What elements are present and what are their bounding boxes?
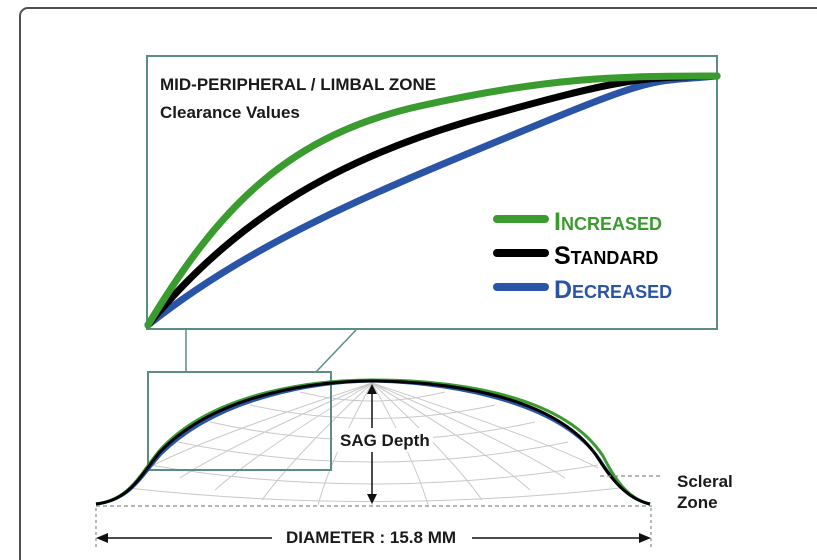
legend-label-increased: Increased: [554, 208, 662, 236]
diameter-arrow-right: [639, 533, 651, 543]
legend: Increased Standard Decreased: [493, 208, 672, 304]
dome-curve-standard: [95, 379, 651, 506]
sag-arrow-down: [367, 494, 377, 504]
legend-label-decreased: Decreased: [554, 276, 672, 304]
inset-subtitle: Clearance Values: [160, 103, 300, 122]
legend-label-standard: Standard: [554, 242, 658, 270]
scleral-zone-label-line1: Scleral: [677, 472, 733, 491]
connector-line-right: [315, 329, 357, 373]
sag-arrow-up: [367, 384, 377, 394]
zoom-region-box: [147, 371, 332, 471]
scleral-zone-label-line2: Zone: [677, 493, 718, 512]
diameter-dimension: DIAMETER : 15.8 MM: [95, 508, 652, 549]
lens-dome: [95, 371, 660, 507]
diameter-label: DIAMETER : 15.8 MM: [286, 528, 456, 547]
inset-panel: MID-PERIPHERAL / LIMBAL ZONE Clearance V…: [144, 55, 721, 330]
sag-depth-indicator: SAG Depth: [333, 384, 433, 504]
diameter-arrow-left: [96, 533, 108, 543]
inset-title: MID-PERIPHERAL / LIMBAL ZONE: [160, 75, 436, 94]
inset-curve-increased: [144, 72, 721, 329]
sag-label: SAG Depth: [340, 431, 430, 450]
